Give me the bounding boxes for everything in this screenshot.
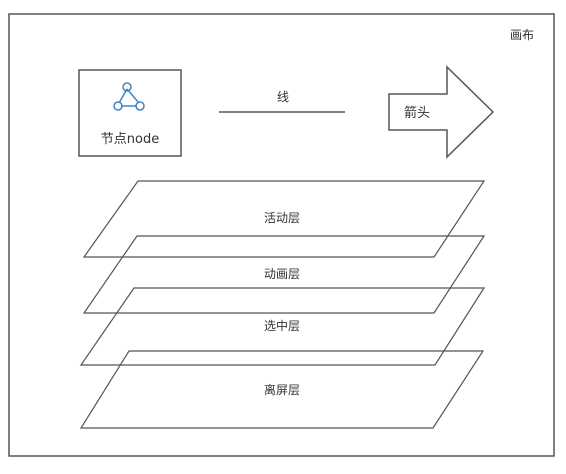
arrow-shape [388, 65, 495, 159]
layer-plane-offscreen [79, 350, 485, 429]
canvas-label: 画布 [510, 28, 534, 42]
arrow-label: 箭头 [404, 105, 430, 121]
line-label: 线 [277, 90, 289, 104]
layer-label-active: 活动层 [264, 211, 300, 225]
layer-label-animation: 动画层 [264, 267, 300, 281]
share-network-icon [113, 82, 145, 111]
node-label: 节点node [101, 132, 159, 147]
layer-plane-active [82, 180, 486, 258]
layer-label-selection: 选中层 [264, 318, 300, 333]
layer-plane-selection [79, 287, 486, 366]
layer-plane-animation [82, 235, 486, 314]
layer-label-offscreen: 离屏层 [264, 382, 300, 397]
